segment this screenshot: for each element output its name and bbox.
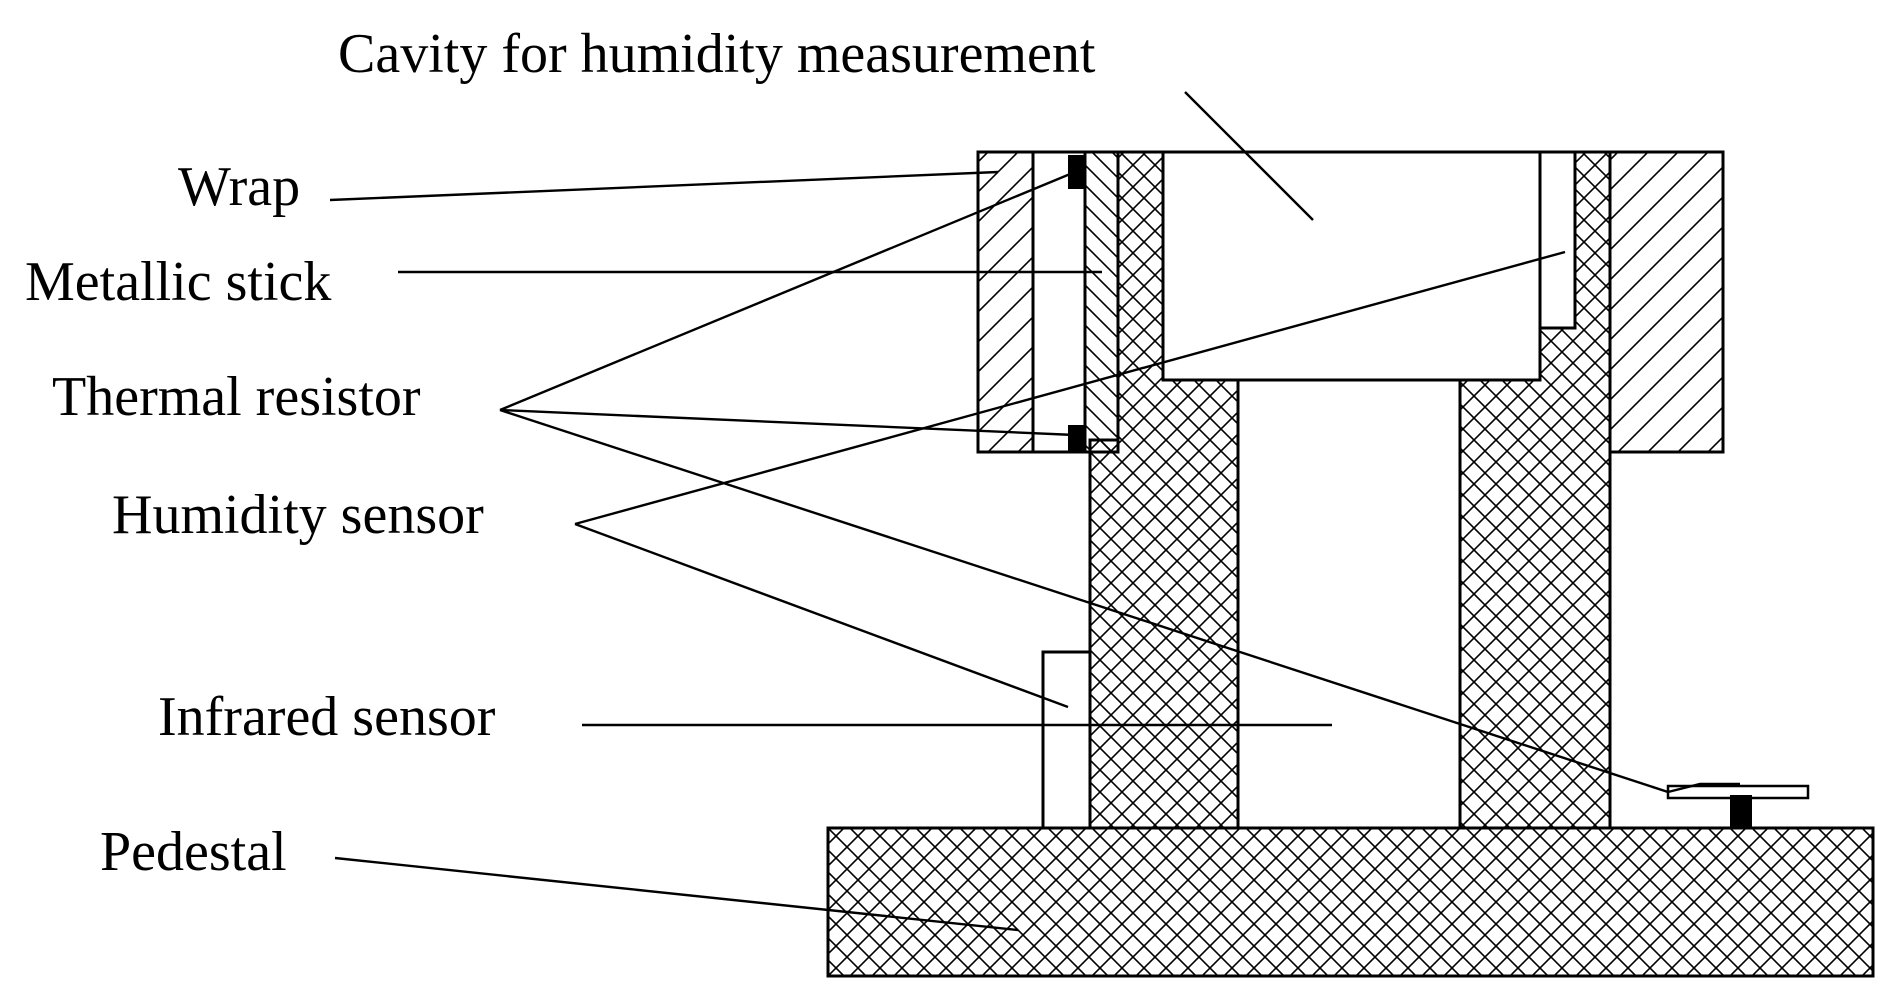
thermal-resistor-bottom	[1068, 425, 1086, 452]
leader-wrap	[329, 170, 999, 202]
metallic-stick	[1083, 150, 1120, 454]
label-wrap: Wrap	[178, 156, 300, 218]
thermal-resistor-top	[1068, 155, 1086, 189]
leader-humidity-1	[574, 250, 1566, 526]
leader-pedestal	[334, 856, 1019, 932]
wrap-right	[1608, 150, 1725, 454]
label-humidity-sensor: Humidity sensor	[112, 484, 484, 546]
label-metallic-stick: Metallic stick	[25, 251, 331, 313]
leader-thermal-1	[499, 170, 1076, 412]
label-infrared-sensor: Infrared sensor	[158, 686, 496, 748]
humidity-sensor-bottom	[1041, 650, 1092, 830]
label-cavity: Cavity for humidity measurement	[338, 23, 1096, 85]
leader-thermal-2	[499, 408, 1076, 437]
leader-thermal-3	[499, 408, 1669, 794]
infrared-sensor-lead	[1667, 782, 1740, 794]
leader-humidity-2	[574, 522, 1069, 709]
label-pedestal: Pedestal	[100, 821, 287, 883]
humidity-cavity	[1161, 150, 1542, 382]
humidity-sensor-top	[1538, 150, 1577, 330]
leader-cavity	[1184, 91, 1314, 221]
wrap-gap	[1031, 150, 1087, 454]
pedestal-base	[826, 826, 1875, 978]
wrap-left	[976, 150, 1035, 454]
inner-bore	[1236, 378, 1462, 830]
infrared-sensor-stem	[1730, 795, 1752, 828]
label-thermal-resistor: Thermal resistor	[52, 366, 421, 428]
